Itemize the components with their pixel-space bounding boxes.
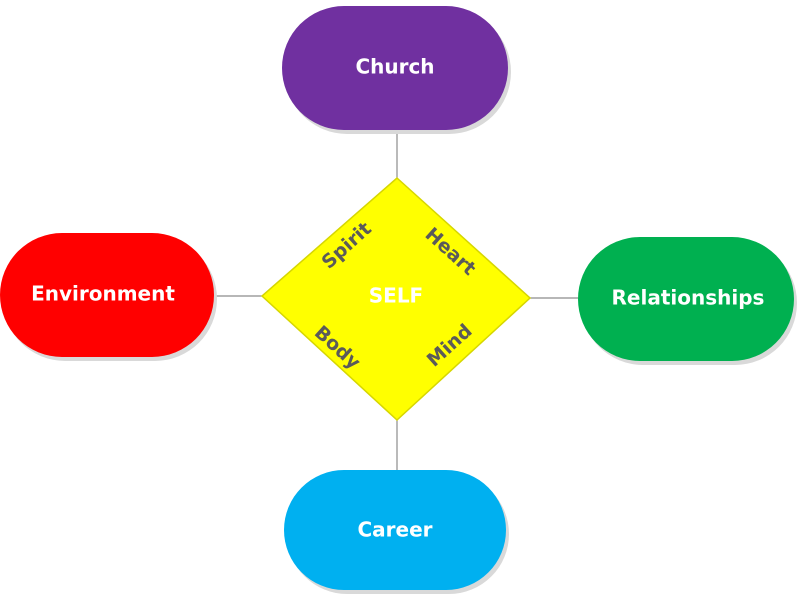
self-diamond: [260, 176, 532, 422]
node-relationships-label: Relationships: [612, 286, 765, 310]
node-career: [284, 470, 506, 590]
self-label: SELF: [369, 284, 423, 308]
node-relationships: [578, 237, 794, 361]
node-church-label: Church: [355, 55, 434, 79]
node-church: [282, 6, 508, 130]
node-career-label: Career: [357, 518, 432, 542]
node-environment-label: Environment: [31, 282, 175, 306]
node-environment: [0, 233, 214, 357]
